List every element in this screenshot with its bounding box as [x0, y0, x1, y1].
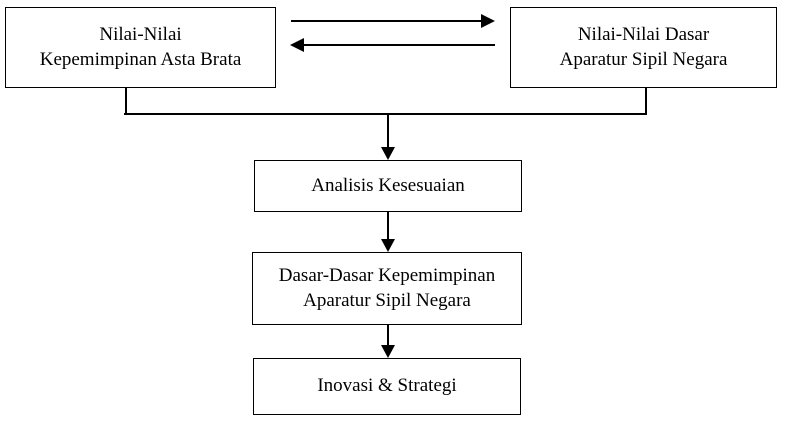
- edge-merge-left-drop: [125, 88, 127, 115]
- node-asta-brata[interactable]: Nilai-Nilai Kepemimpinan Asta Brata: [5, 7, 276, 88]
- node-inovasi-strategi[interactable]: Inovasi & Strategi: [253, 358, 521, 415]
- edge-analisis-to-dasar-dasar-line: [387, 212, 389, 239]
- edge-dasar-dasar-to-inovasi-arrowhead: [381, 345, 395, 358]
- edge-asta-brata-to-nilai-dasar-asn-arrowhead: [481, 13, 495, 28]
- node-asta-brata-label: Nilai-Nilai Kepemimpinan Asta Brata: [39, 24, 242, 70]
- node-inovasi-strategi-label: Inovasi & Strategi: [317, 375, 457, 397]
- edge-nilai-dasar-asn-to-asta-brata-line: [304, 44, 495, 46]
- edge-dasar-dasar-to-inovasi-line: [387, 325, 389, 345]
- node-nilai-dasar-asn-label: Nilai-Nilai Dasar Aparatur Sipil Negara: [559, 24, 728, 70]
- edge-analisis-to-dasar-dasar-arrowhead: [381, 239, 395, 252]
- node-analisis-kesesuaian[interactable]: Analisis Kesesuaian: [254, 160, 522, 212]
- node-dasar-dasar-kepemimpinan-asn-label: Dasar-Dasar Kepemimpinan Aparatur Sipil …: [278, 265, 496, 311]
- node-nilai-dasar-asn[interactable]: Nilai-Nilai Dasar Aparatur Sipil Negara: [510, 7, 777, 88]
- edge-nilai-dasar-asn-to-asta-brata-arrowhead: [290, 37, 304, 52]
- edge-merge-right-drop: [645, 88, 647, 115]
- edge-asta-brata-to-nilai-dasar-asn-line: [291, 20, 483, 22]
- node-dasar-dasar-kepemimpinan-asn[interactable]: Dasar-Dasar Kepemimpinan Aparatur Sipil …: [252, 252, 522, 325]
- edge-merge-center-stem: [387, 113, 389, 147]
- node-analisis-kesesuaian-label: Analisis Kesesuaian: [311, 174, 465, 196]
- edge-merge-horizontal-bar: [124, 113, 647, 115]
- edge-merge-arrowhead: [381, 147, 395, 160]
